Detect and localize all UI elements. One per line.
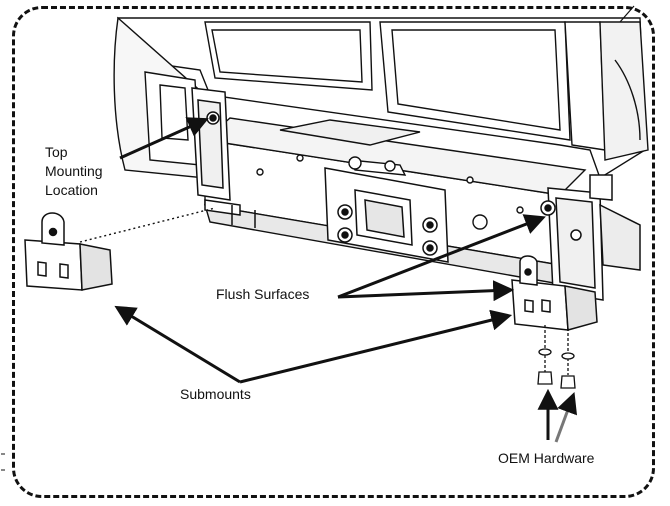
dashed-frame bbox=[12, 6, 655, 498]
left-submount bbox=[24, 212, 113, 291]
label-submounts: Submounts bbox=[180, 386, 251, 402]
label-oem-hardware: OEM Hardware bbox=[498, 450, 595, 466]
label-top-line2: Mounting bbox=[45, 163, 103, 179]
alignment-line bbox=[79, 207, 216, 243]
edge-marks bbox=[1, 453, 5, 471]
arrow-top-mounting bbox=[119, 117, 209, 160]
label-top-line1: Top bbox=[45, 144, 68, 160]
label-flush-surfaces: Flush Surfaces bbox=[216, 286, 310, 302]
arrow-submount-left bbox=[114, 305, 241, 384]
vehicle-body bbox=[113, 16, 649, 180]
arrow-oem-right bbox=[554, 392, 578, 443]
center-plate bbox=[324, 167, 449, 263]
corner-tick bbox=[619, 5, 635, 23]
arrow-flush-right bbox=[337, 280, 515, 302]
oem-hardware bbox=[537, 325, 576, 389]
right-frame-bracket bbox=[540, 174, 641, 301]
arrow-submount-right bbox=[239, 309, 513, 384]
label-top-line3: Location bbox=[45, 182, 98, 198]
right-submount bbox=[511, 255, 598, 331]
leader-arrows bbox=[114, 117, 559, 440]
arrow-flush-left bbox=[337, 214, 546, 299]
